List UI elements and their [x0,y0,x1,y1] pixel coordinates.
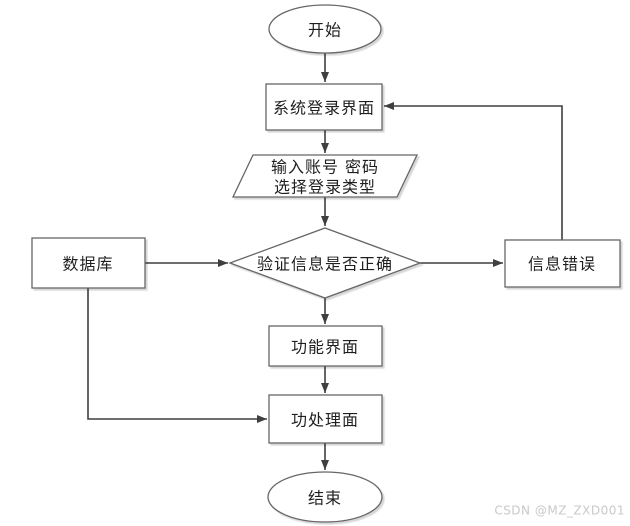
info-error-label: 信息错误 [528,255,596,274]
database-label: 数据库 [62,255,113,274]
end-label: 结束 [308,489,342,508]
node-database: 数据库 [31,237,146,289]
connectors [87,53,563,470]
node-end: 结束 [267,471,383,523]
login-screen-label: 系统登录界面 [273,99,375,118]
input-credentials-label-line2: 选择登录类型 [274,178,376,197]
login-screen-shape [265,83,383,131]
function-screen-label: 功能界面 [291,338,359,357]
node-info-error: 信息错误 [504,239,621,288]
input-credentials-label-line1: 输入账号 密码 [271,158,379,177]
node-verify-info: 验证信息是否正确 [228,227,422,299]
verify-info-label: 验证信息是否正确 [257,255,393,274]
edge-database-to-process [87,288,267,423]
input-credentials-shape [231,154,419,198]
database-shape [31,237,146,289]
info-error-shape [504,239,621,288]
node-login-screen: 系统登录界面 [265,83,383,131]
verify-info-shape [228,227,422,299]
function-screen-shape [268,325,383,367]
start-label: 开始 [308,21,342,40]
end-terminator-shape [267,471,383,523]
node-input-credentials: 输入账号 密码 选择登录类型 [231,154,419,198]
csdn-watermark: CSDN @MZ_ZXD001 [494,504,625,518]
process-screen-label: 功处理面 [291,411,359,430]
edge-error-to-login [384,102,563,240]
start-terminator-shape [268,4,382,54]
node-start: 开始 [268,4,382,54]
node-function-screen: 功能界面 [268,325,383,367]
process-screen-shape [268,394,383,444]
node-process-screen: 功处理面 [268,394,383,444]
